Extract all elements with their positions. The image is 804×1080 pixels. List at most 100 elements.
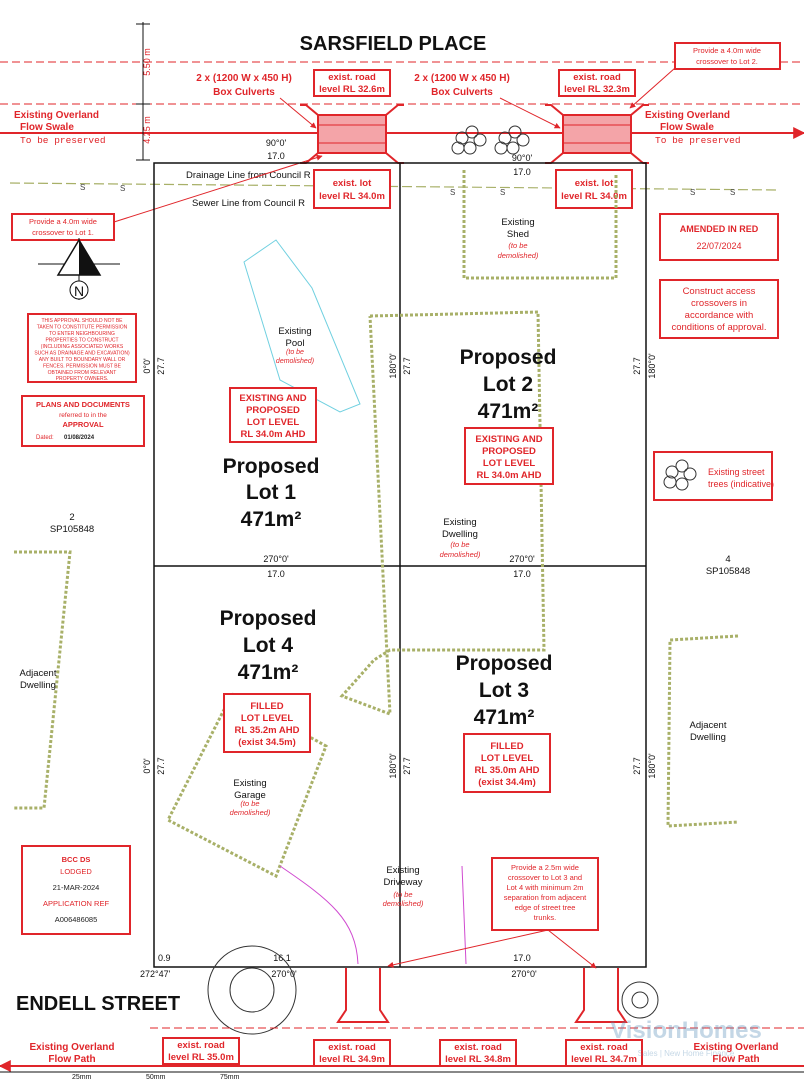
svg-text:FENCES. PERMISSION MUST BE: FENCES. PERMISSION MUST BE <box>43 364 122 370</box>
svg-text:level RL 32.6m: level RL 32.6m <box>319 84 385 95</box>
svg-text:level RL 34.0m: level RL 34.0m <box>561 191 627 202</box>
svg-text:FILLED: FILLED <box>250 701 283 712</box>
culvert-label-left: 2 x (1200 W x 450 H) Box Culverts <box>196 73 317 129</box>
swale-label-right: Existing Overland Flow Swale To be prese… <box>645 110 741 146</box>
svg-text:Lot 4: Lot 4 <box>243 634 293 657</box>
lot-2-title: Proposed Lot 2 471m² <box>460 346 557 423</box>
svg-text:471m²: 471m² <box>478 400 539 423</box>
street-name-top: SARSFIELD PLACE <box>300 33 487 55</box>
svg-text:17.0: 17.0 <box>513 953 531 963</box>
svg-text:Existing Overland: Existing Overland <box>693 1042 778 1053</box>
svg-text:(to be: (to be <box>240 799 259 808</box>
svg-text:PROPERTY OWNERS.: PROPERTY OWNERS. <box>56 376 109 382</box>
svg-text:Garage: Garage <box>234 790 266 801</box>
svg-text:Dated:: Dated: <box>36 435 54 441</box>
road-width-label: 5.50 m <box>142 48 152 76</box>
svg-text:edge of street tree: edge of street tree <box>515 903 576 912</box>
svg-text:0.9: 0.9 <box>158 953 171 963</box>
svg-text:(to be: (to be <box>286 349 304 356</box>
svg-text:LOT LEVEL: LOT LEVEL <box>483 458 535 469</box>
svg-text:Lot 1: Lot 1 <box>246 481 296 504</box>
road-level-bottom-2: exist. road level RL 34.9m <box>313 1039 391 1067</box>
street-name-bottom: ENDELL STREET <box>16 993 180 1015</box>
svg-text:Lot 2: Lot 2 <box>483 373 533 396</box>
svg-text:SP105848: SP105848 <box>706 566 750 577</box>
svg-text:75mm: 75mm <box>220 1074 240 1080</box>
svg-text:exist. road: exist. road <box>177 1040 225 1051</box>
svg-text:50mm: 50mm <box>146 1074 166 1080</box>
bottom-road: ENDELL STREET <box>0 993 804 1073</box>
adjacent-dwelling-right: Adjacent Dwelling <box>666 634 739 828</box>
svg-text:Shed: Shed <box>507 229 529 240</box>
svg-text:27.7: 27.7 <box>156 757 166 775</box>
svg-text:Construct access: Construct access <box>683 286 756 297</box>
svg-text:accordance with: accordance with <box>685 310 754 321</box>
svg-text:270°0': 270°0' <box>509 554 535 564</box>
svg-text:17.0: 17.0 <box>267 151 285 161</box>
svg-text:Sales | New Home Finance: Sales | New Home Finance <box>638 1049 735 1058</box>
svg-text:27.7: 27.7 <box>632 757 642 775</box>
flow-path-left: Existing Overland Flow Path <box>29 1042 114 1065</box>
svg-text:(to be: (to be <box>450 540 469 549</box>
svg-text:Existing: Existing <box>501 217 534 228</box>
svg-text:LOT LEVEL: LOT LEVEL <box>241 713 293 724</box>
svg-text:17.0: 17.0 <box>513 167 531 177</box>
svg-text:Existing Overland: Existing Overland <box>29 1042 114 1053</box>
disclaimer-note: THIS APPROVAL SHOULD NOT BE TAKEN TO CON… <box>27 313 137 383</box>
approval-stamp: PLANS AND DOCUMENTS referred to in the A… <box>21 395 145 447</box>
svg-text:17.0: 17.0 <box>513 569 531 579</box>
neighbour-right: 4 SP105848 <box>706 554 750 577</box>
lot-4-title: Proposed Lot 4 471m² <box>220 607 317 684</box>
svg-text:(to be: (to be <box>508 241 527 250</box>
svg-text:S: S <box>500 188 505 197</box>
svg-text:exist. road: exist. road <box>454 1042 502 1053</box>
road-level-bottom-1: exist. road level RL 35.0m <box>162 1037 240 1065</box>
svg-text:S: S <box>120 184 125 193</box>
svg-text:0°0': 0°0' <box>142 758 152 774</box>
svg-text:27.7: 27.7 <box>156 357 166 375</box>
svg-text:separation from adjacent: separation from adjacent <box>504 893 587 902</box>
bcc-lodged-stamp: BCC DS LODGED 21-MAR-2024 APPLICATION RE… <box>21 845 131 935</box>
svg-text:Proposed: Proposed <box>223 455 320 478</box>
svg-text:EXISTING AND: EXISTING AND <box>475 434 542 445</box>
amended-stamp: AMENDED IN RED 22/07/2024 <box>659 213 779 261</box>
road-level-top-right: exist. road level RL 32.3m <box>558 69 636 97</box>
svg-text:180°0': 180°0' <box>388 353 398 379</box>
svg-text:Adjacent: Adjacent <box>20 668 57 679</box>
svg-text:RL 35.2m AHD: RL 35.2m AHD <box>235 725 300 736</box>
svg-text:demolished): demolished) <box>383 899 424 908</box>
svg-text:180°0': 180°0' <box>388 753 398 779</box>
svg-text:A006486085: A006486085 <box>55 915 98 924</box>
svg-text:Existing: Existing <box>386 865 419 876</box>
verge-width-label: 4.25 m <box>142 116 152 144</box>
svg-text:0°0': 0°0' <box>142 358 152 374</box>
svg-text:demolished): demolished) <box>498 251 539 260</box>
svg-text:exist. road: exist. road <box>328 1042 376 1053</box>
note-crossover-lot3-4: Provide a 2.5m wide crossover to Lot 3 a… <box>387 857 599 969</box>
adjacent-dwelling-left: Adjacent Dwelling <box>14 550 72 810</box>
svg-text:demolished): demolished) <box>276 358 314 365</box>
watermark: VisionHomes Sales | New Home Finance <box>610 1017 762 1058</box>
svg-text:APPLICATION REF: APPLICATION REF <box>43 899 110 908</box>
svg-text:Driveway: Driveway <box>383 877 422 888</box>
lot-4-level: FILLED LOT LEVEL RL 35.2m AHD (exist 34.… <box>223 693 311 753</box>
service-lines: S S S S S S Drainage Line from Council R… <box>9 170 781 209</box>
svg-text:Proposed: Proposed <box>456 652 553 675</box>
svg-text:Dwelling: Dwelling <box>442 529 478 540</box>
svg-text:level RL 32.3m: level RL 32.3m <box>564 84 630 95</box>
svg-text:PLANS AND DOCUMENTS: PLANS AND DOCUMENTS <box>36 400 130 409</box>
svg-text:Flow Swale: Flow Swale <box>20 122 74 133</box>
svg-text:S: S <box>730 188 735 197</box>
svg-text:21-MAR-2024: 21-MAR-2024 <box>53 883 100 892</box>
svg-text:RL 34.0m AHD: RL 34.0m AHD <box>477 470 542 481</box>
svg-text:RL 35.0m AHD: RL 35.0m AHD <box>475 765 540 776</box>
svg-text:demolished): demolished) <box>440 550 481 559</box>
svg-text:Flow Swale: Flow Swale <box>660 122 714 133</box>
scale-bar: 25mm 50mm 75mm <box>72 1074 240 1080</box>
svg-text:Adjacent: Adjacent <box>690 720 727 731</box>
svg-text:Existing: Existing <box>443 517 476 528</box>
svg-text:Existing: Existing <box>233 778 266 789</box>
lot-1-level: EXISTING AND PROPOSED LOT LEVEL RL 34.0m… <box>229 387 317 443</box>
svg-text:Box Culverts: Box Culverts <box>213 87 275 98</box>
